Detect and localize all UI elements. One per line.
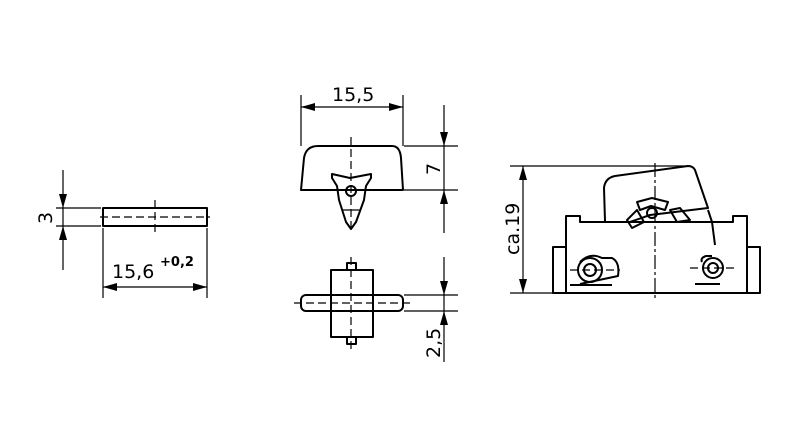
dim-label-tolerance: +0,2 xyxy=(160,255,194,270)
rocker-top-view: 2,5 xyxy=(294,257,458,362)
plate-side-view: 3 15,6 +0,2 xyxy=(35,170,210,298)
dim-label-bar-thickness: 2,5 xyxy=(423,328,445,358)
dim-label-thickness: 3 xyxy=(35,212,57,224)
dim-label-length: 15,6 xyxy=(112,261,154,283)
dim-label-overall-height: ca.19 xyxy=(502,203,524,255)
dim-label-height: 7 xyxy=(423,163,445,175)
rocker-front-view: 15,5 7 xyxy=(300,84,458,233)
switch-side-view: ca.19 xyxy=(502,163,761,298)
dim-label-width: 15,5 xyxy=(332,84,374,106)
